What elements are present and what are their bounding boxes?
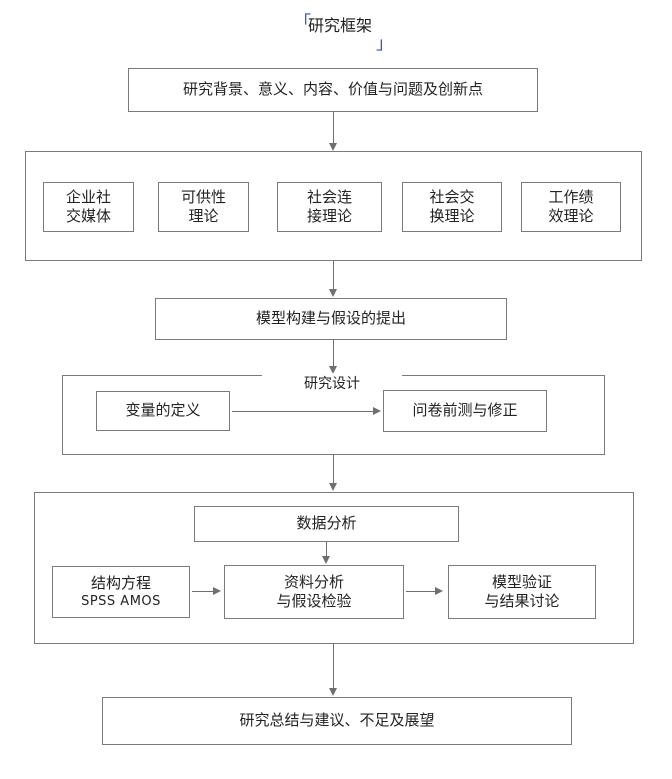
arrowhead-intro-to-theory <box>328 143 337 151</box>
connector-variable-to-pretest <box>232 411 374 412</box>
node-result-analysis-hypothesis-test[interactable]: 资料分析与假设检验 <box>224 565 404 619</box>
title-close-bracket: 」 <box>376 34 393 54</box>
node-model-construction[interactable]: 模型构建与假设的提出 <box>155 298 507 340</box>
theory-box-job-performance[interactable]: 工作绩效理论 <box>521 182 621 232</box>
connector-analysis-to-conclusion <box>333 644 334 688</box>
connector-data-analysis-down <box>326 542 327 557</box>
node-model-verification-discussion[interactable]: 模型验证与结果讨论 <box>448 565 596 619</box>
theory-box-enterprise-social-media[interactable]: 企业社交媒体 <box>43 182 134 232</box>
arrowhead-variable-to-pretest <box>373 406 381 415</box>
connector-result-to-verify <box>406 591 436 592</box>
title-open-bracket: 「 <box>294 13 311 33</box>
sem-title: 结构方程 <box>90 573 151 592</box>
arrowhead-result-to-verify <box>435 586 443 595</box>
arrowhead-sem-to-result <box>213 586 221 595</box>
node-structural-equation-model[interactable]: 结构方程 SPSS AMOS <box>52 566 190 618</box>
node-conclusion[interactable]: 研究总结与建议、不足及展望 <box>102 697 572 745</box>
design-section-label: 研究设计 <box>262 373 402 393</box>
node-research-background[interactable]: 研究背景、意义、内容、价值与问题及创新点 <box>128 68 538 112</box>
connector-sem-to-result <box>192 591 214 592</box>
title-text: 研究框架 <box>308 16 373 35</box>
sem-tools: SPSS AMOS <box>81 593 161 609</box>
connector-intro-to-theory <box>333 112 334 144</box>
node-questionnaire-pretest[interactable]: 问卷前测与修正 <box>383 390 547 432</box>
theory-box-social-exchange[interactable]: 社会交换理论 <box>402 182 502 232</box>
arrowhead-data-analysis-down <box>321 556 330 564</box>
connector-theory-to-model <box>333 261 334 290</box>
arrowhead-design-to-analysis <box>328 483 337 491</box>
connector-design-to-analysis <box>333 455 334 483</box>
arrowhead-model-to-design <box>328 366 337 374</box>
arrowhead-theory-to-model <box>328 289 337 297</box>
connector-model-to-design <box>333 340 334 367</box>
theory-box-social-connection[interactable]: 社会连接理论 <box>277 182 382 232</box>
arrowhead-analysis-to-conclusion <box>328 688 337 696</box>
page-title: 「 研究框架 」 <box>290 10 420 58</box>
theory-box-affordance[interactable]: 可供性理论 <box>158 182 249 232</box>
node-data-analysis[interactable]: 数据分析 <box>194 506 459 542</box>
node-variable-definition[interactable]: 变量的定义 <box>96 391 230 431</box>
